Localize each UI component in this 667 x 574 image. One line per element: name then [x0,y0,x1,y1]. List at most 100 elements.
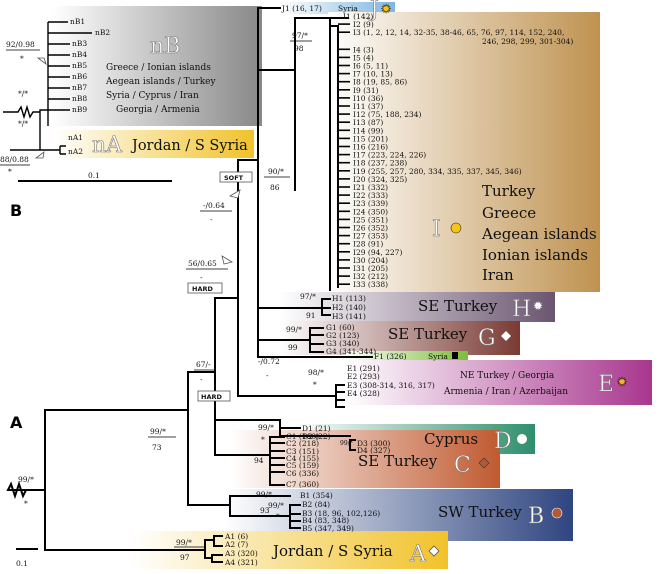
clade-D-region: Cyprus [424,430,478,448]
support-value: 99/* [18,475,34,484]
clade-E-region: Armenia / Iran / Azerbaijan [443,387,568,397]
clade-I-region: Aegean islands [481,225,597,243]
main-scale-label: 0.1 [16,559,28,568]
clade-I-leaf-ticks [337,23,350,288]
support-value: - [200,375,203,384]
inset-region: Syria / Cyprus / Iran [106,91,199,101]
inset-leaf: nB6 [72,72,87,81]
clade-I-leaf: I26 (352) [353,224,388,233]
clade-I-leaf: I20 (324, 325) [353,175,407,184]
clade-I-leaf: I14 (99) [353,126,383,135]
inset-leaf: nB3 [72,39,87,48]
clade-I-region: Turkey [482,182,536,200]
diamond-icon [478,457,490,469]
inset-leaf: nA1 [68,133,83,142]
clade-G-leaf: G4 (341-344) [326,347,376,356]
inset-support: */* [18,119,28,128]
support-value: 98 [294,44,304,53]
inset-region: Aegean islands / Turkey [105,77,216,87]
clade-I-leaf: I16 (216) [353,143,388,152]
inset-scale-label: 0.1 [88,171,100,180]
clade-G-box [280,321,520,355]
diamond-icon [428,545,440,557]
inset-support: 88/0.88 [0,155,29,164]
clade-H-leaf: H2 (140) [332,303,366,312]
clade-C-leaf: C6 (336) [286,469,319,478]
inset-clade-A-label: nA [92,133,123,158]
clade-H-leaf: H1 (113) [332,294,366,303]
clade-F-box [346,351,468,361]
star-icon: ✹ [381,2,391,16]
support-value: * [24,499,28,508]
clade-G-letter: G [478,326,496,351]
support-value: - [200,273,203,282]
clade-B-leaf: B3 (18, 96, 102,126) [302,509,380,518]
clade-I-leaf: I6 (5, 11) [353,62,388,71]
arrow-icon [34,151,45,159]
clade-B-letter: B [528,504,544,529]
clade-J-region: Syria [338,4,358,13]
clade-A-leaf: A1 (6) [224,532,248,541]
clade-E-box [346,360,652,405]
inset-support: 92/0.98 [6,40,35,49]
hard-tag-lower: HARD [197,390,231,402]
support-value: 99/* [176,538,192,547]
support-value: 73 [152,443,162,452]
star-icon: ✹ [533,299,543,313]
clade-G-region: SE Turkey [388,325,468,343]
clade-J-letter: J [368,0,379,22]
clade-C-leaf: C1 (160) [286,432,319,441]
svg-text:SOFT: SOFT [224,174,244,182]
clade-D-letter: D [494,429,512,454]
clade-F-leaf: F1 (326) [374,352,407,361]
clade-I-leaf: I15 (201) [353,134,388,143]
clade-I-leaf: I10 (36) [353,94,383,103]
clade-I-leaf: I13 (87) [353,118,383,127]
clade-I-leaf: I31 (205) [353,264,388,273]
clade-I-leaf: I12 (75, 188, 234) [353,110,422,119]
inset-leaf: nB1 [70,17,85,26]
clade-I-leaf: I9 (31) [353,86,379,95]
support-value: 99/* [268,501,284,510]
support-value: - [210,215,213,224]
clade-I-leaf: I22 (333) [353,191,388,200]
clade-E-leaf: E4 (328) [347,389,380,398]
inset-leaf: nB5 [72,61,87,70]
clade-G-leaf: G2 (123) [326,331,359,340]
clade-B-leaf: B1 (354) [300,491,333,500]
support-value: -/0.64 [203,201,225,210]
clade-D-leaf: D4 (327) [357,446,390,455]
clade-J-leaf: J1 (16, 17) [281,4,322,13]
inset-clade-B-label: nB [150,34,180,59]
circle-icon [517,434,527,444]
clade-G-leaf: G1 (60) [326,323,355,332]
svg-text:HARD: HARD [192,285,213,293]
clade-I-leaf: I33 (338) [353,280,388,289]
clade-A-leaf: A2 (7) [224,540,248,549]
clade-I-leaf: I28 (91) [353,240,383,249]
clade-I-leaf: I29 (94, 227) [353,248,402,257]
clade-G-leaf: G3 (340) [326,339,359,348]
clade-D-leaf: D2 (22) [302,432,331,441]
clade-I-leaf: 246, 298, 299, 301-304) [482,37,573,46]
clade-H-leaf: H3 (141) [332,312,366,321]
inset-leaf: nB2 [95,28,110,37]
support-value: 93 [260,506,270,515]
panel-label-B: B [10,201,22,220]
clade-C-letter: C [454,453,471,478]
clade-A-letter: A [409,542,427,567]
clade-I-leaf: I7 (10, 13) [353,70,393,79]
clade-C-leaf: C7 (360) [286,480,319,489]
clade-E-region: NE Turkey / Georgia [460,371,555,381]
clade-A-leaf: A4 (321) [224,558,258,567]
inset-nA-box [54,130,254,158]
clade-I-region: Greece [482,204,536,222]
inset-leaf: nA2 [68,147,83,156]
support-value: * [276,512,280,521]
clade-I-leaf: I5 (4) [353,53,374,62]
clade-D-leaf: D3 (300) [357,439,390,448]
clade-I-leaf: I24 (350) [353,207,388,216]
clade-I-leaf: I3 (1, 2, 12, 14, 32-35, 38-46, 65, 76, … [353,28,564,37]
clade-I-leaf: I32 (212) [353,272,388,281]
